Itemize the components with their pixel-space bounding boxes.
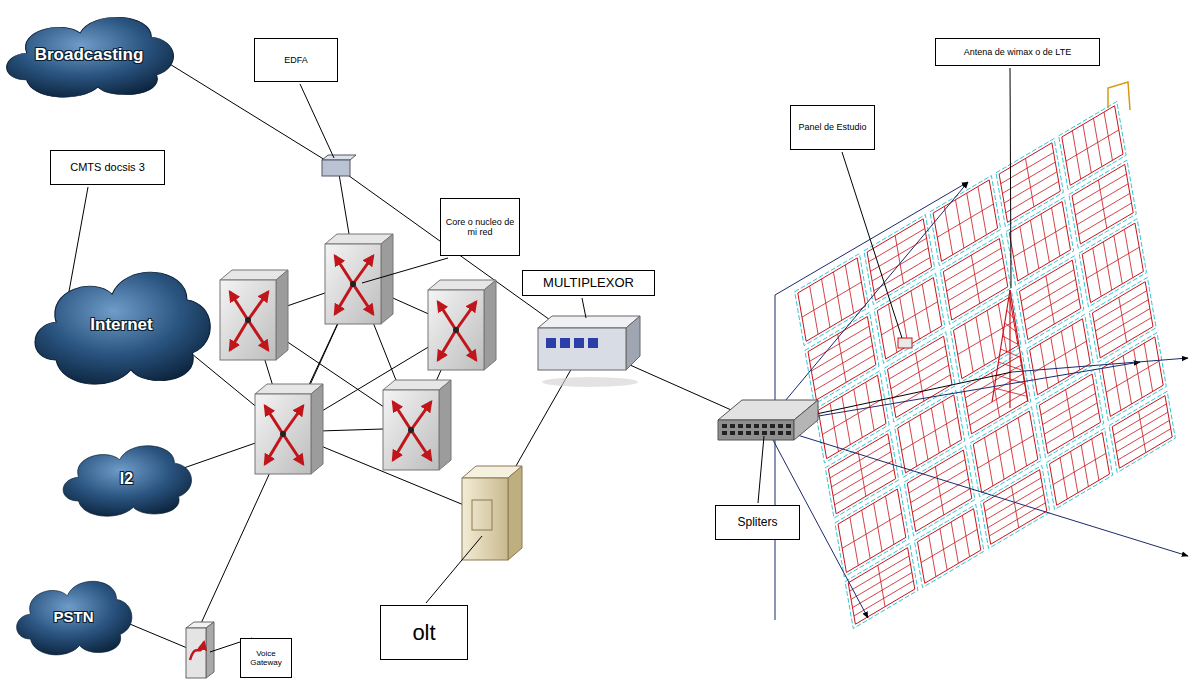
callout-box: Panel de Estudio xyxy=(790,105,875,150)
city-block xyxy=(1112,396,1172,469)
parcel-line xyxy=(902,417,958,450)
parcel-line xyxy=(1086,247,1139,278)
node-text: EDFA xyxy=(284,55,308,65)
parcel-line xyxy=(882,302,938,335)
node-text: Internet xyxy=(90,315,152,335)
callout-box: olt xyxy=(380,605,468,660)
core-router xyxy=(325,234,393,324)
core-router xyxy=(428,280,496,370)
parcel-line xyxy=(1046,276,1054,324)
callout-box: MULTIPLEXOR xyxy=(522,270,655,296)
parcel-line xyxy=(1066,390,1074,438)
leader-line xyxy=(362,258,448,283)
cloud-outline xyxy=(63,446,191,516)
coverage-arrow xyxy=(765,362,1140,425)
parcel-line xyxy=(1014,226,1067,257)
node-text: Broadcasting xyxy=(35,45,144,65)
olt-server xyxy=(462,466,522,560)
parcel-line xyxy=(1119,297,1127,342)
street-edge xyxy=(1109,391,1175,472)
callout-box: Voice Gateway xyxy=(240,638,292,678)
callout-box: Spliters xyxy=(715,505,800,540)
cloud-outline xyxy=(17,581,132,655)
splitter-device xyxy=(718,400,818,440)
callout-box: CMTS docsis 3 xyxy=(50,150,165,185)
parcel-line xyxy=(935,467,943,515)
city-block xyxy=(848,548,915,625)
node-text: PSTN xyxy=(53,608,93,625)
network-devices xyxy=(186,155,818,678)
cloud-outline xyxy=(35,272,210,384)
callout-box: EDFA xyxy=(254,38,338,82)
node-text: CMTS docsis 3 xyxy=(70,161,145,174)
parcel-line xyxy=(895,235,903,283)
parcel-line xyxy=(1106,361,1159,392)
coverage-arrow xyxy=(765,182,968,425)
leader-line xyxy=(842,152,902,338)
network-cloud: PSTN xyxy=(12,570,135,662)
node-text: Panel de Estudio xyxy=(798,122,866,132)
parcel-line xyxy=(978,435,1034,468)
street-edge xyxy=(914,504,984,587)
voice-gateway-device xyxy=(186,622,214,678)
parcel-line xyxy=(1098,180,1106,228)
node-text: Voice Gateway xyxy=(245,649,287,667)
city-block xyxy=(984,470,1047,545)
street-edge xyxy=(845,543,918,628)
node-text: I2 xyxy=(120,470,133,488)
coverage-arrow xyxy=(1012,358,1188,372)
parcel-line xyxy=(802,282,861,317)
leader-line xyxy=(758,436,764,503)
street-edge xyxy=(1046,428,1112,509)
node-text: Core o nucleo de mi red xyxy=(445,217,515,238)
parcel-line xyxy=(1053,453,1106,484)
network-cloud: I2 xyxy=(58,435,195,523)
multiplexer-device xyxy=(538,316,640,387)
network-links xyxy=(125,58,1188,650)
cloud-outline xyxy=(7,17,174,97)
node-text: MULTIPLEXOR xyxy=(543,276,634,291)
boundary-mark xyxy=(1108,82,1130,110)
street-edge xyxy=(980,465,1050,548)
parcel-line xyxy=(858,451,866,496)
callout-box: Core o nucleo de mi red xyxy=(440,198,520,256)
edfa-amplifier xyxy=(322,155,356,176)
parcel-line xyxy=(822,399,881,434)
core-router xyxy=(383,380,451,470)
parcel-line xyxy=(916,353,924,401)
parcel-line xyxy=(1139,411,1146,452)
leader-line xyxy=(426,536,482,603)
node-text: Antena de wimax o de LTE xyxy=(964,47,1071,57)
network-cloud: Internet xyxy=(28,255,215,395)
parcel-line xyxy=(921,529,977,562)
parcel-line xyxy=(878,565,885,606)
node-text: olt xyxy=(412,620,435,645)
parcel-line xyxy=(971,255,979,303)
leader-line xyxy=(1010,68,1011,288)
network-link xyxy=(125,622,192,650)
parcel-line xyxy=(838,334,846,382)
node-text: Spliters xyxy=(737,516,777,530)
leader-line xyxy=(300,84,334,158)
parcel-line xyxy=(1026,158,1034,206)
parcel-line xyxy=(1066,130,1119,161)
study-panel xyxy=(898,338,912,348)
street-map xyxy=(795,82,1176,629)
core-router xyxy=(255,384,323,474)
parcel-line xyxy=(1012,486,1019,527)
city-block xyxy=(918,509,981,584)
parcel-line xyxy=(842,513,901,548)
core-router xyxy=(220,270,288,360)
callout-box: Antena de wimax o de LTE xyxy=(935,38,1100,66)
leader-lines xyxy=(62,68,1011,652)
city-block xyxy=(1050,433,1110,506)
leader-line xyxy=(582,298,586,318)
network-cloud: Broadcasting xyxy=(0,5,178,105)
antenna-tower xyxy=(992,290,1028,408)
coverage-arrow xyxy=(765,425,1188,556)
